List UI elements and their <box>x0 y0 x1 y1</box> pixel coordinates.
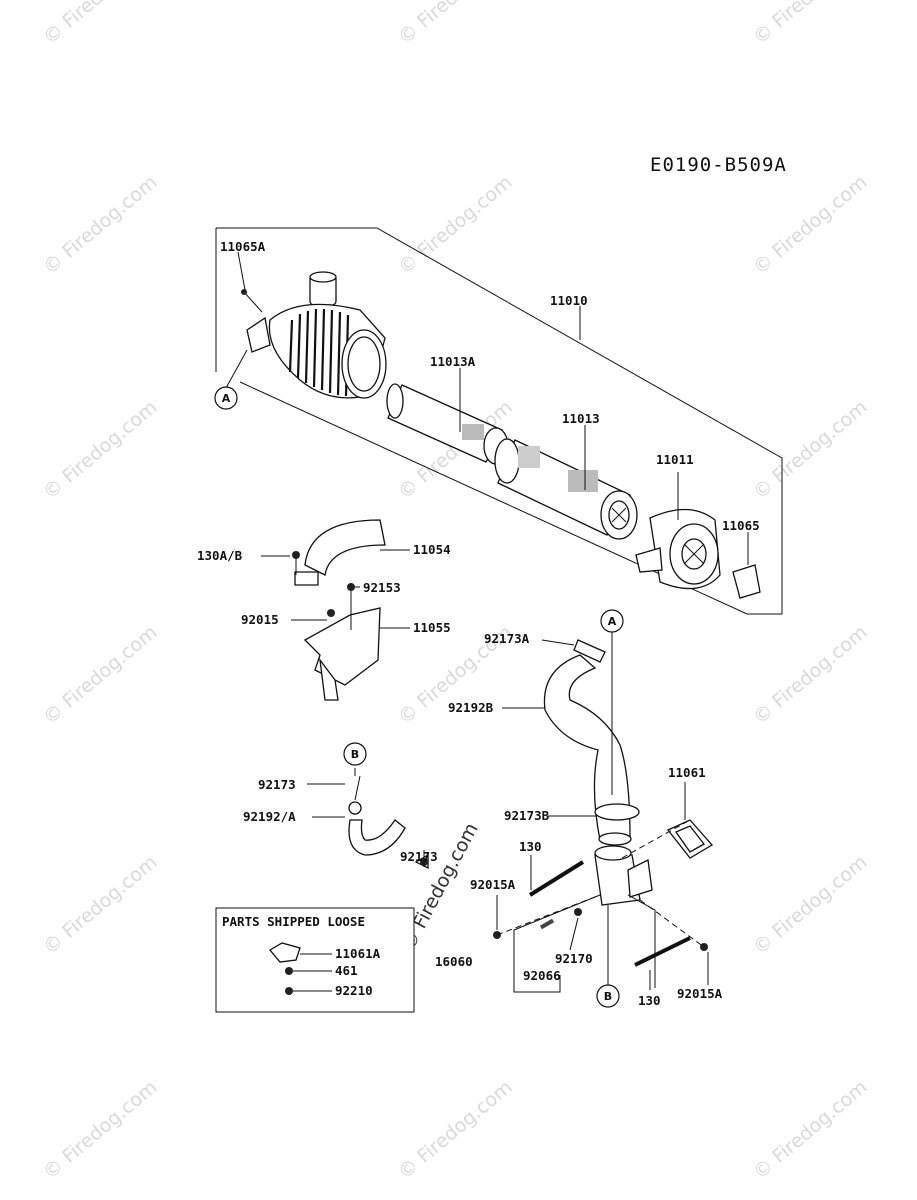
callout-a-top-text: A <box>222 392 231 405</box>
nut-92210 <box>285 987 293 995</box>
air-cleaner-housing <box>241 271 387 399</box>
strap-11054 <box>292 519 386 586</box>
watermark: © Firedog.com <box>39 1076 161 1184</box>
watermark: © Firedog.com <box>749 0 871 49</box>
part-labels: 11065A 11010 11013A 11013 11011 11065 13… <box>197 239 760 1008</box>
label-11065: 11065 <box>722 518 760 533</box>
label-11013A: 11013A <box>430 354 476 369</box>
watermark: © Firedog.com <box>394 171 516 279</box>
callout-b-left-text: B <box>351 748 359 761</box>
parts-box-item-461: 461 <box>335 963 358 978</box>
parts-box-title: PARTS SHIPPED LOOSE <box>222 914 365 929</box>
hose-92192B <box>543 639 632 846</box>
inlet-16060 <box>594 845 653 906</box>
element-11013 <box>494 438 638 540</box>
label-92153: 92153 <box>363 580 401 595</box>
label-130-upper: 130 <box>519 839 542 854</box>
label-92066: 92066 <box>523 968 561 983</box>
gasket-11061A <box>269 942 301 963</box>
label-11054: 11054 <box>413 542 451 557</box>
watermark: © Firedog.com <box>39 0 161 49</box>
parts-shipped-loose-box: PARTS SHIPPED LOOSE 11061A 461 92210 <box>215 907 415 1013</box>
label-11061: 11061 <box>668 765 706 780</box>
watermark: © Firedog.com <box>394 0 516 49</box>
watermark: © Firedog.com <box>394 1076 516 1184</box>
washer-461 <box>285 967 293 975</box>
watermark: © Firedog.com <box>749 171 871 279</box>
bracket-11055 <box>303 583 381 701</box>
clamp-92170 <box>574 908 582 916</box>
watermark: © Firedog.com <box>39 851 161 959</box>
label-11011: 11011 <box>656 452 694 467</box>
callout-a-top: A <box>214 386 238 410</box>
label-16060: 16060 <box>435 954 473 969</box>
hose-92192A <box>348 801 429 870</box>
gasket-11061 <box>666 819 714 859</box>
label-92015A-right: 92015A <box>677 986 723 1001</box>
label-92173-left: 92173 <box>258 777 296 792</box>
parts-box-item-92210: 92210 <box>335 983 373 998</box>
callout-b-left: B <box>343 742 367 766</box>
label-92015: 92015 <box>241 612 279 627</box>
watermark: © Firedog.com <box>39 621 161 729</box>
label-92173-lower: 92173 <box>400 849 438 864</box>
label-92173A: 92173A <box>484 631 530 646</box>
cap-11011 <box>635 508 721 590</box>
clamp-92173B <box>594 803 640 821</box>
callout-a-mid-text: A <box>608 615 617 628</box>
watermark: © Firedog.com <box>39 396 161 504</box>
bolt-130a <box>528 860 585 897</box>
watermark: © Firedog.com <box>749 851 871 959</box>
nut-92015A-b <box>700 943 708 951</box>
valve-11065 <box>732 535 761 599</box>
callout-b-bottom: B <box>596 984 620 1008</box>
inner-filter-11013A <box>386 383 509 465</box>
label-92015A-left: 92015A <box>470 877 516 892</box>
bolt-130b <box>634 936 691 967</box>
callout-b-bottom-text: B <box>604 990 612 1003</box>
label-11010: 11010 <box>550 293 588 308</box>
label-92192B: 92192B <box>448 700 494 715</box>
parts-box-item-11061A: 11061A <box>335 946 381 961</box>
diagram-code: E0190-B509A <box>650 154 787 176</box>
label-11013: 11013 <box>562 411 600 426</box>
label-92170: 92170 <box>555 951 593 966</box>
watermark: © Firedog.com <box>749 1076 871 1184</box>
label-11065A: 11065A <box>220 239 266 254</box>
label-130-lower: 130 <box>638 993 661 1008</box>
label-92173B: 92173B <box>504 808 550 823</box>
stud-92066 <box>539 918 555 930</box>
watermark: © Firedog.com <box>39 171 161 279</box>
watermark: © Firedog.com <box>749 621 871 729</box>
label-11055: 11055 <box>413 620 451 635</box>
callout-a-mid: A <box>600 609 624 633</box>
leader-lines <box>225 251 749 993</box>
label-130AB: 130A/B <box>197 548 243 563</box>
label-92192A: 92192/A <box>243 809 296 824</box>
